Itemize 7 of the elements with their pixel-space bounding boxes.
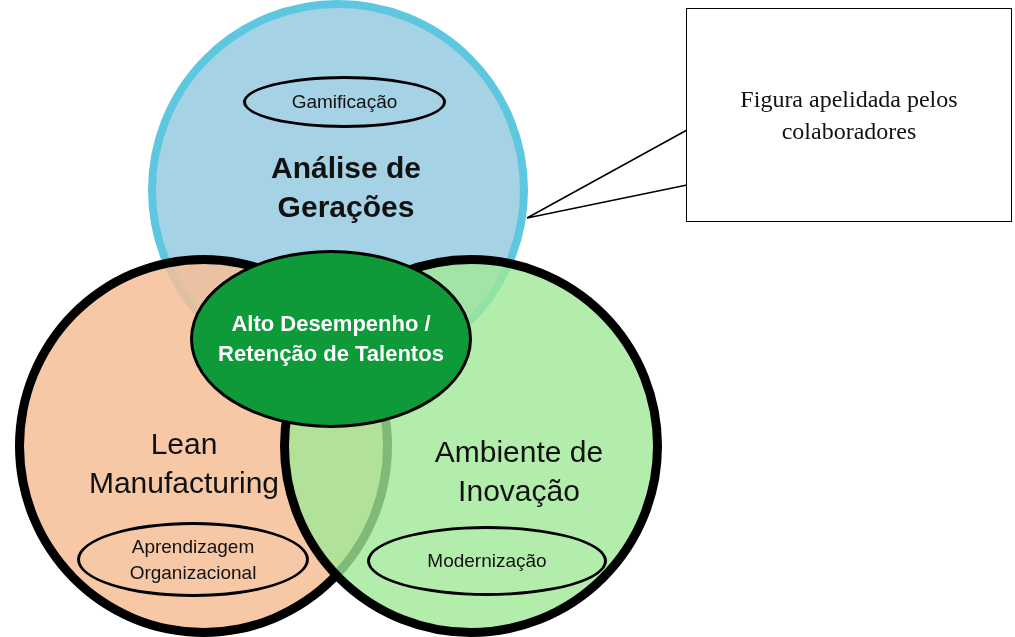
inner-ellipse: Modernização [367, 526, 607, 596]
circle-title: Lean Manufacturing [87, 426, 281, 501]
callout-pointer [526, 129, 688, 219]
circle-title: Ambiente de Inovação [433, 434, 605, 509]
circle-title: Análise de Gerações [269, 150, 423, 225]
inner-ellipse: Gamificação [243, 76, 446, 128]
callout-box: Figura apelidada pelos colaboradores [686, 8, 1012, 222]
